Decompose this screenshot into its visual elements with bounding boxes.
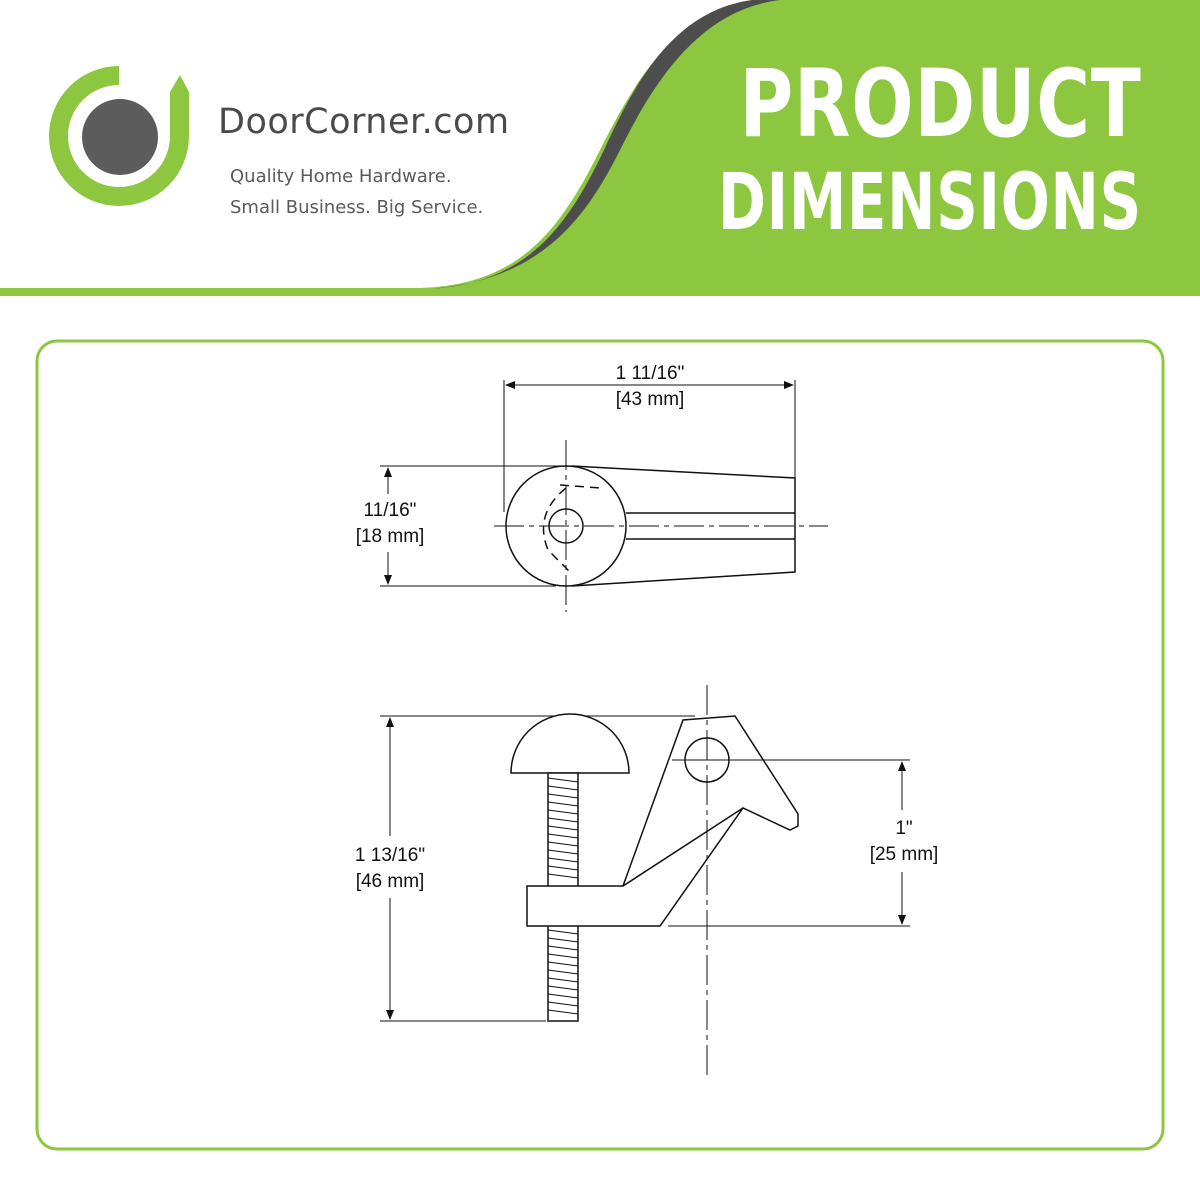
top-width-metric: [43 mm] <box>615 389 685 410</box>
side-offset-imperial: 1" <box>895 818 913 839</box>
hinge-arm <box>526 715 799 927</box>
diagram-frame <box>35 339 1165 1151</box>
top-height-imperial: 11/16" <box>363 500 417 521</box>
top-width-imperial: 1 11/16" <box>615 363 685 384</box>
title-dimensions: DIMENSIONS <box>718 158 1142 248</box>
title-product: PRODUCT <box>739 50 1142 159</box>
thread-lines <box>547 777 579 1015</box>
side-view-drawing <box>380 685 910 1080</box>
top-width-label: 1 11/16" [43 mm] <box>580 361 720 413</box>
side-offset-label: 1" [25 mm] <box>852 816 956 868</box>
brand-name: DoorCorner.com <box>218 102 510 142</box>
side-height-metric: [46 mm] <box>355 871 425 892</box>
green-swoosh <box>0 0 1200 296</box>
side-height-imperial: 1 13/16" <box>354 845 426 866</box>
top-height-metric: [18 mm] <box>355 526 425 547</box>
side-height-label: 1 13/16" [46 mm] <box>330 843 450 895</box>
ring-dot-logo-icon <box>49 66 189 206</box>
tagline-service: Small Business. Big Service. <box>230 197 484 218</box>
top-view-drawing <box>380 380 828 612</box>
dome-bumper <box>510 713 630 774</box>
tagline-quality: Quality Home Hardware. <box>230 166 452 187</box>
side-offset-metric: [25 mm] <box>869 844 939 865</box>
top-height-label: 11/16" [18 mm] <box>335 498 445 550</box>
